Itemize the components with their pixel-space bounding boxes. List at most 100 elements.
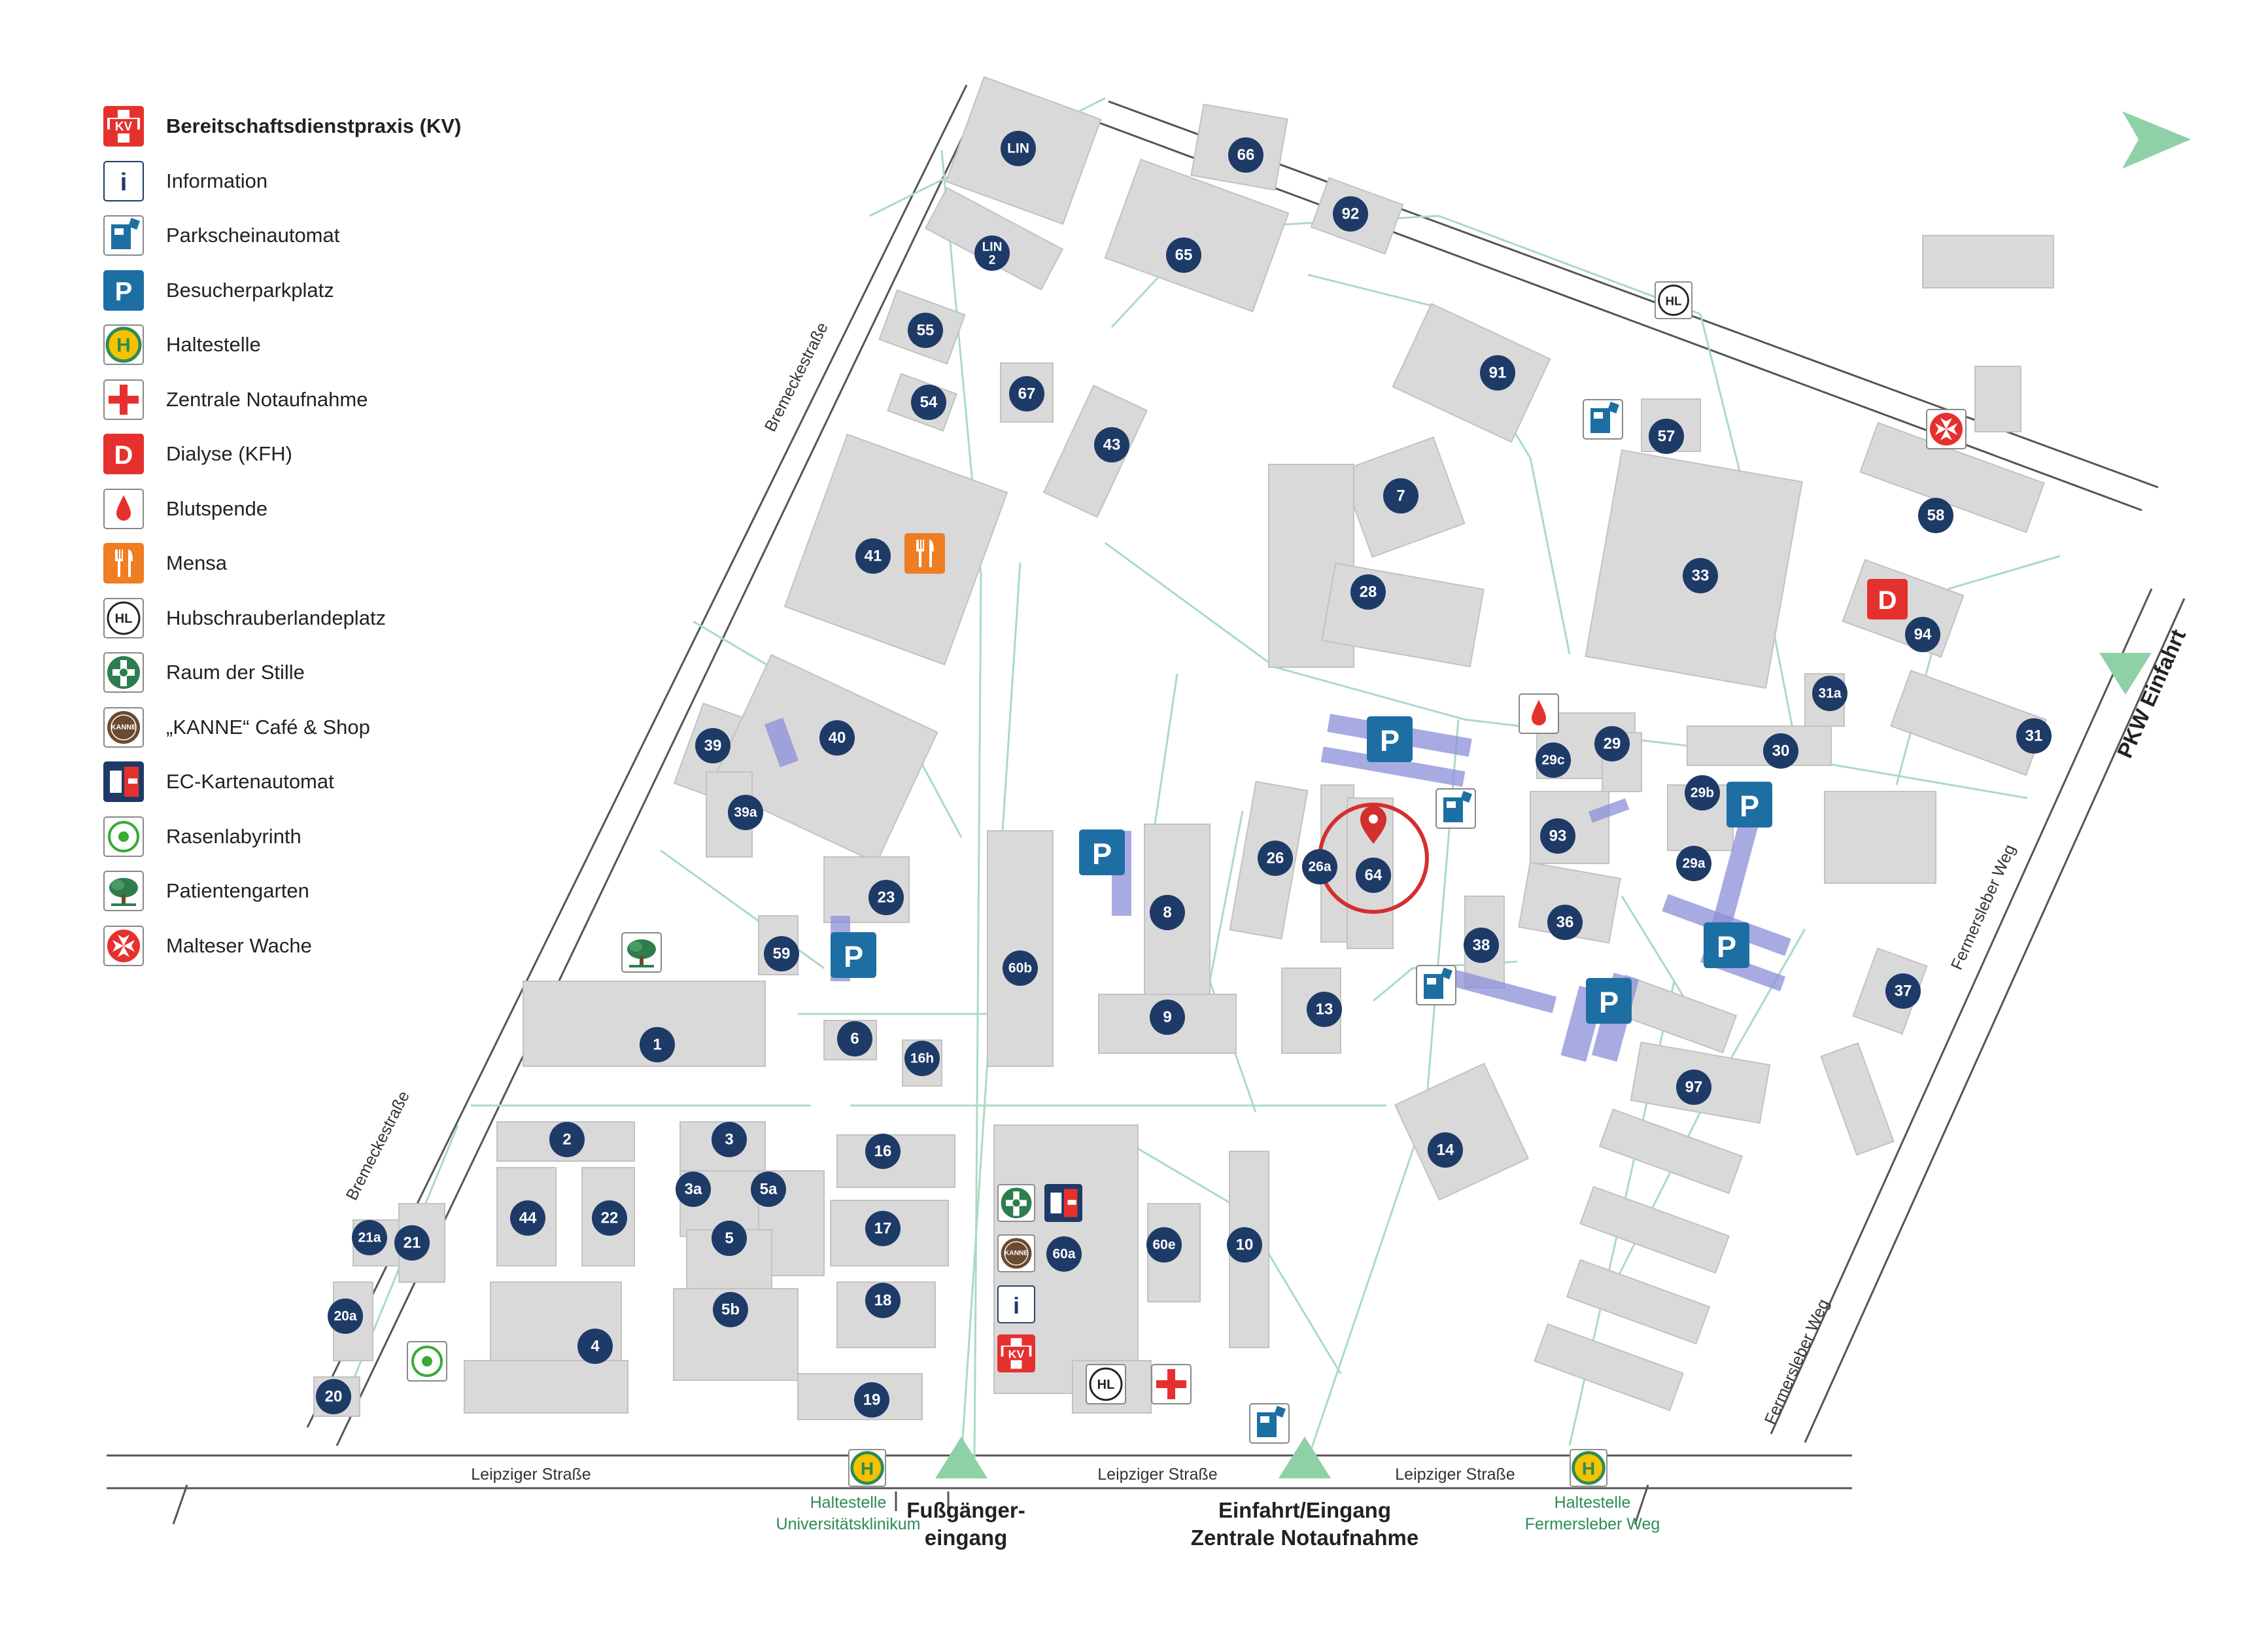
building-badge-4[interactable]: 4 (577, 1329, 613, 1364)
parking-ticket-machine-icon[interactable] (1249, 1403, 1290, 1444)
building-badge-6[interactable]: 6 (837, 1021, 872, 1056)
building-badge-3a[interactable]: 3a (676, 1172, 711, 1207)
building-badge-5b[interactable]: 5b (713, 1292, 748, 1327)
building-badge-64[interactable]: 64 (1356, 858, 1391, 893)
building-badge-57[interactable]: 57 (1649, 419, 1684, 454)
building-badge-29a[interactable]: 29a (1676, 846, 1711, 881)
building-badge-20[interactable]: 20 (316, 1379, 351, 1414)
building-badge-58[interactable]: 58 (1918, 498, 1953, 533)
building-badge-21[interactable]: 21 (394, 1225, 430, 1261)
building-badge-60a[interactable]: 60a (1046, 1236, 1082, 1272)
bus-stop-icon[interactable]: H (848, 1449, 887, 1488)
parking-icon[interactable]: P (1367, 716, 1413, 762)
maltese-cross-icon[interactable] (1926, 409, 1967, 449)
dialysis-icon[interactable]: D (1867, 579, 1908, 619)
building-badge-65[interactable]: 65 (1166, 237, 1201, 273)
parking-icon[interactable]: P (831, 932, 876, 978)
building-badge-19[interactable]: 19 (854, 1382, 889, 1418)
building-badge-67[interactable]: 67 (1009, 376, 1044, 411)
svg-text:19: 19 (863, 1391, 881, 1409)
building-badge-97[interactable]: 97 (1676, 1070, 1711, 1105)
building-badge-60b[interactable]: 60b (1003, 950, 1038, 986)
parking-icon[interactable]: P (1586, 978, 1632, 1024)
building-badge-10[interactable]: 10 (1227, 1227, 1262, 1263)
parking-ticket-machine-icon[interactable] (1416, 965, 1456, 1005)
svg-text:40: 40 (829, 729, 846, 747)
building-badge-LIN[interactable]: LIN (1001, 131, 1036, 166)
building-badge-40[interactable]: 40 (819, 720, 855, 756)
ec-atm-icon[interactable] (1044, 1184, 1083, 1223)
building-badge-59[interactable]: 59 (764, 936, 799, 971)
building-badge-20a[interactable]: 20a (328, 1298, 363, 1334)
building-badge-2[interactable]: 2 (549, 1122, 585, 1157)
building-badge-94[interactable]: 94 (1905, 617, 1940, 652)
svg-text:16h: 16h (910, 1051, 934, 1066)
building-badge-30[interactable]: 30 (1763, 733, 1798, 769)
building-badge-31a[interactable]: 31a (1812, 676, 1847, 711)
building-badge-55[interactable]: 55 (908, 313, 943, 348)
kanne-cafe-icon[interactable]: KANNE (997, 1234, 1036, 1273)
building-badge-8[interactable]: 8 (1150, 895, 1185, 930)
building-badge-31[interactable]: 31 (2016, 718, 2052, 754)
helipad-icon[interactable]: HL (1086, 1364, 1126, 1404)
parking-icon[interactable]: P (1727, 782, 1772, 828)
building-badge-3[interactable]: 3 (712, 1122, 747, 1157)
building-badge-21a[interactable]: 21a (352, 1220, 387, 1255)
emergency-cross-icon[interactable] (1151, 1364, 1192, 1404)
svg-text:57: 57 (1658, 428, 1675, 445)
building-badge-44[interactable]: 44 (510, 1200, 545, 1236)
building-badge-22[interactable]: 22 (592, 1200, 627, 1236)
building-badge-29[interactable]: 29 (1594, 726, 1630, 761)
building-badge-18[interactable]: 18 (865, 1283, 901, 1318)
building-badge-16[interactable]: 16 (865, 1134, 901, 1169)
building-badge-60e[interactable]: 60e (1146, 1227, 1182, 1263)
building-badge-54[interactable]: 54 (911, 385, 946, 420)
svg-text:17: 17 (874, 1220, 892, 1238)
building-badge-93[interactable]: 93 (1540, 818, 1575, 854)
building-badge-39a[interactable]: 39a (728, 795, 763, 830)
building-badge-26a[interactable]: 26a (1302, 849, 1337, 884)
building-badge-17[interactable]: 17 (865, 1211, 901, 1246)
building-badge-33[interactable]: 33 (1683, 558, 1718, 593)
building-badge-14[interactable]: 14 (1428, 1132, 1463, 1168)
building-badge-16h[interactable]: 16h (904, 1041, 940, 1076)
building-badge-13[interactable]: 13 (1307, 992, 1342, 1027)
svg-text:P: P (1740, 790, 1759, 823)
building-badge-9[interactable]: 9 (1150, 1000, 1185, 1035)
building-badge-5[interactable]: 5 (712, 1221, 747, 1256)
building-badge-29b[interactable]: 29b (1685, 775, 1720, 810)
building-badge-43[interactable]: 43 (1094, 427, 1129, 462)
parking-ticket-machine-icon[interactable] (1435, 788, 1476, 829)
building-badge-28[interactable]: 28 (1350, 574, 1386, 610)
patient-garden-icon[interactable] (621, 932, 662, 973)
information-icon[interactable]: i (997, 1285, 1036, 1324)
svg-text:20a: 20a (334, 1309, 356, 1324)
building-badge-26[interactable]: 26 (1258, 841, 1293, 876)
lawn-labyrinth-icon[interactable] (407, 1341, 447, 1382)
building-badge-23[interactable]: 23 (868, 880, 904, 915)
parking-icon[interactable]: P (1079, 829, 1125, 875)
parking-ticket-machine-icon[interactable] (1583, 399, 1623, 440)
helipad-icon[interactable]: HL (1655, 281, 1693, 320)
quiet-room-icon[interactable] (997, 1184, 1036, 1223)
building-badge-29c[interactable]: 29c (1536, 742, 1571, 778)
building-badge-5a[interactable]: 5a (751, 1172, 786, 1207)
building-badge-38[interactable]: 38 (1464, 928, 1499, 963)
canteen-icon[interactable] (904, 533, 945, 574)
building-badge-92[interactable]: 92 (1333, 196, 1368, 232)
building-badge-7[interactable]: 7 (1383, 478, 1418, 514)
building-badge-66[interactable]: 66 (1228, 137, 1263, 173)
building-badge-41[interactable]: 41 (855, 538, 891, 574)
building-badge-36[interactable]: 36 (1547, 905, 1583, 940)
building-badge-1[interactable]: 1 (640, 1027, 675, 1062)
bus-stop-icon[interactable]: H (1570, 1449, 1608, 1488)
building-badge-39[interactable]: 39 (695, 728, 730, 763)
parking-icon[interactable]: P (1704, 922, 1749, 968)
building-badge-91[interactable]: 91 (1480, 355, 1515, 391)
kv-icon[interactable]: KV (997, 1334, 1036, 1373)
blood-drop-icon[interactable] (1519, 693, 1559, 734)
building-badge-37[interactable]: 37 (1885, 973, 1921, 1009)
